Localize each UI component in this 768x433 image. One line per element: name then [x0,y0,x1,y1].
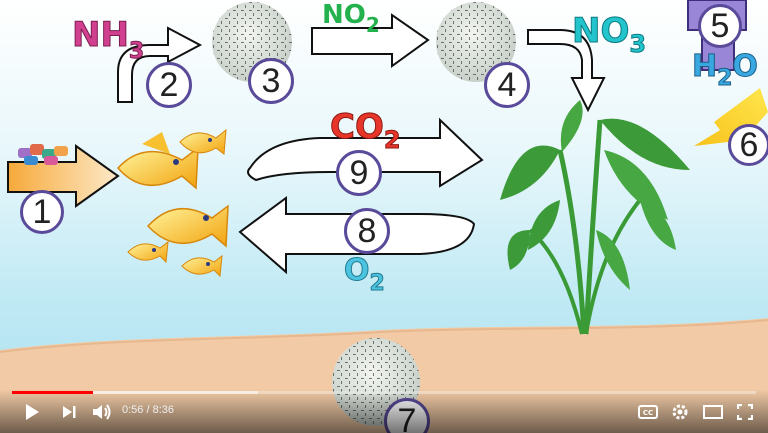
time-separator: / [143,404,153,416]
bacteria-colony-2 [436,2,516,82]
fullscreen-button[interactable] [734,401,756,423]
settings-button[interactable] [668,401,692,423]
volume-icon [93,404,111,420]
volume-button[interactable] [90,401,112,423]
step-5: 5 [698,4,742,48]
captions-icon: CC [638,405,658,419]
aquatic-plant [500,100,690,335]
progress-buffered [12,391,258,394]
step-8: 8 [344,208,390,254]
arrow-nh3-to-bacteria [117,26,203,103]
label-nh3: NH3 [72,15,145,64]
fish-school [116,128,229,278]
next-icon [63,406,76,418]
svg-text:CC: CC [643,409,653,417]
play-icon [26,404,39,420]
step-3: 3 [248,58,294,104]
step-2: 2 [146,62,192,108]
label-co2: CO2 [330,107,402,154]
progress-played [12,391,94,394]
fish-food-pellets [18,144,68,165]
sunlight-arrow [694,88,768,150]
label-no3: NO3 [571,11,647,58]
step-4: 4 [484,62,530,108]
arrow-no2 [311,13,430,68]
duration: 8:36 [152,404,175,416]
step-9: 9 [336,150,382,196]
time-display: 0:56 / 8:36 [122,404,174,416]
theater-mode-icon [703,405,723,419]
theater-mode-button[interactable] [700,401,726,423]
gear-icon [672,404,688,420]
progress-bar[interactable] [12,391,756,394]
label-no2: NO2 [322,0,380,37]
step-6: 6 [728,124,768,166]
player-controls: 0:56 / 8:36 CC [0,389,768,433]
label-o2: O2 [344,253,386,296]
next-button[interactable] [58,401,80,423]
arrow-no3-to-plant [527,29,606,113]
play-button[interactable] [20,401,44,423]
captions-button[interactable]: CC [636,401,660,423]
step-1: 1 [20,190,64,234]
fullscreen-icon [737,404,753,420]
current-time: 0:56 [122,404,144,416]
label-h2o: H2O [691,49,758,91]
